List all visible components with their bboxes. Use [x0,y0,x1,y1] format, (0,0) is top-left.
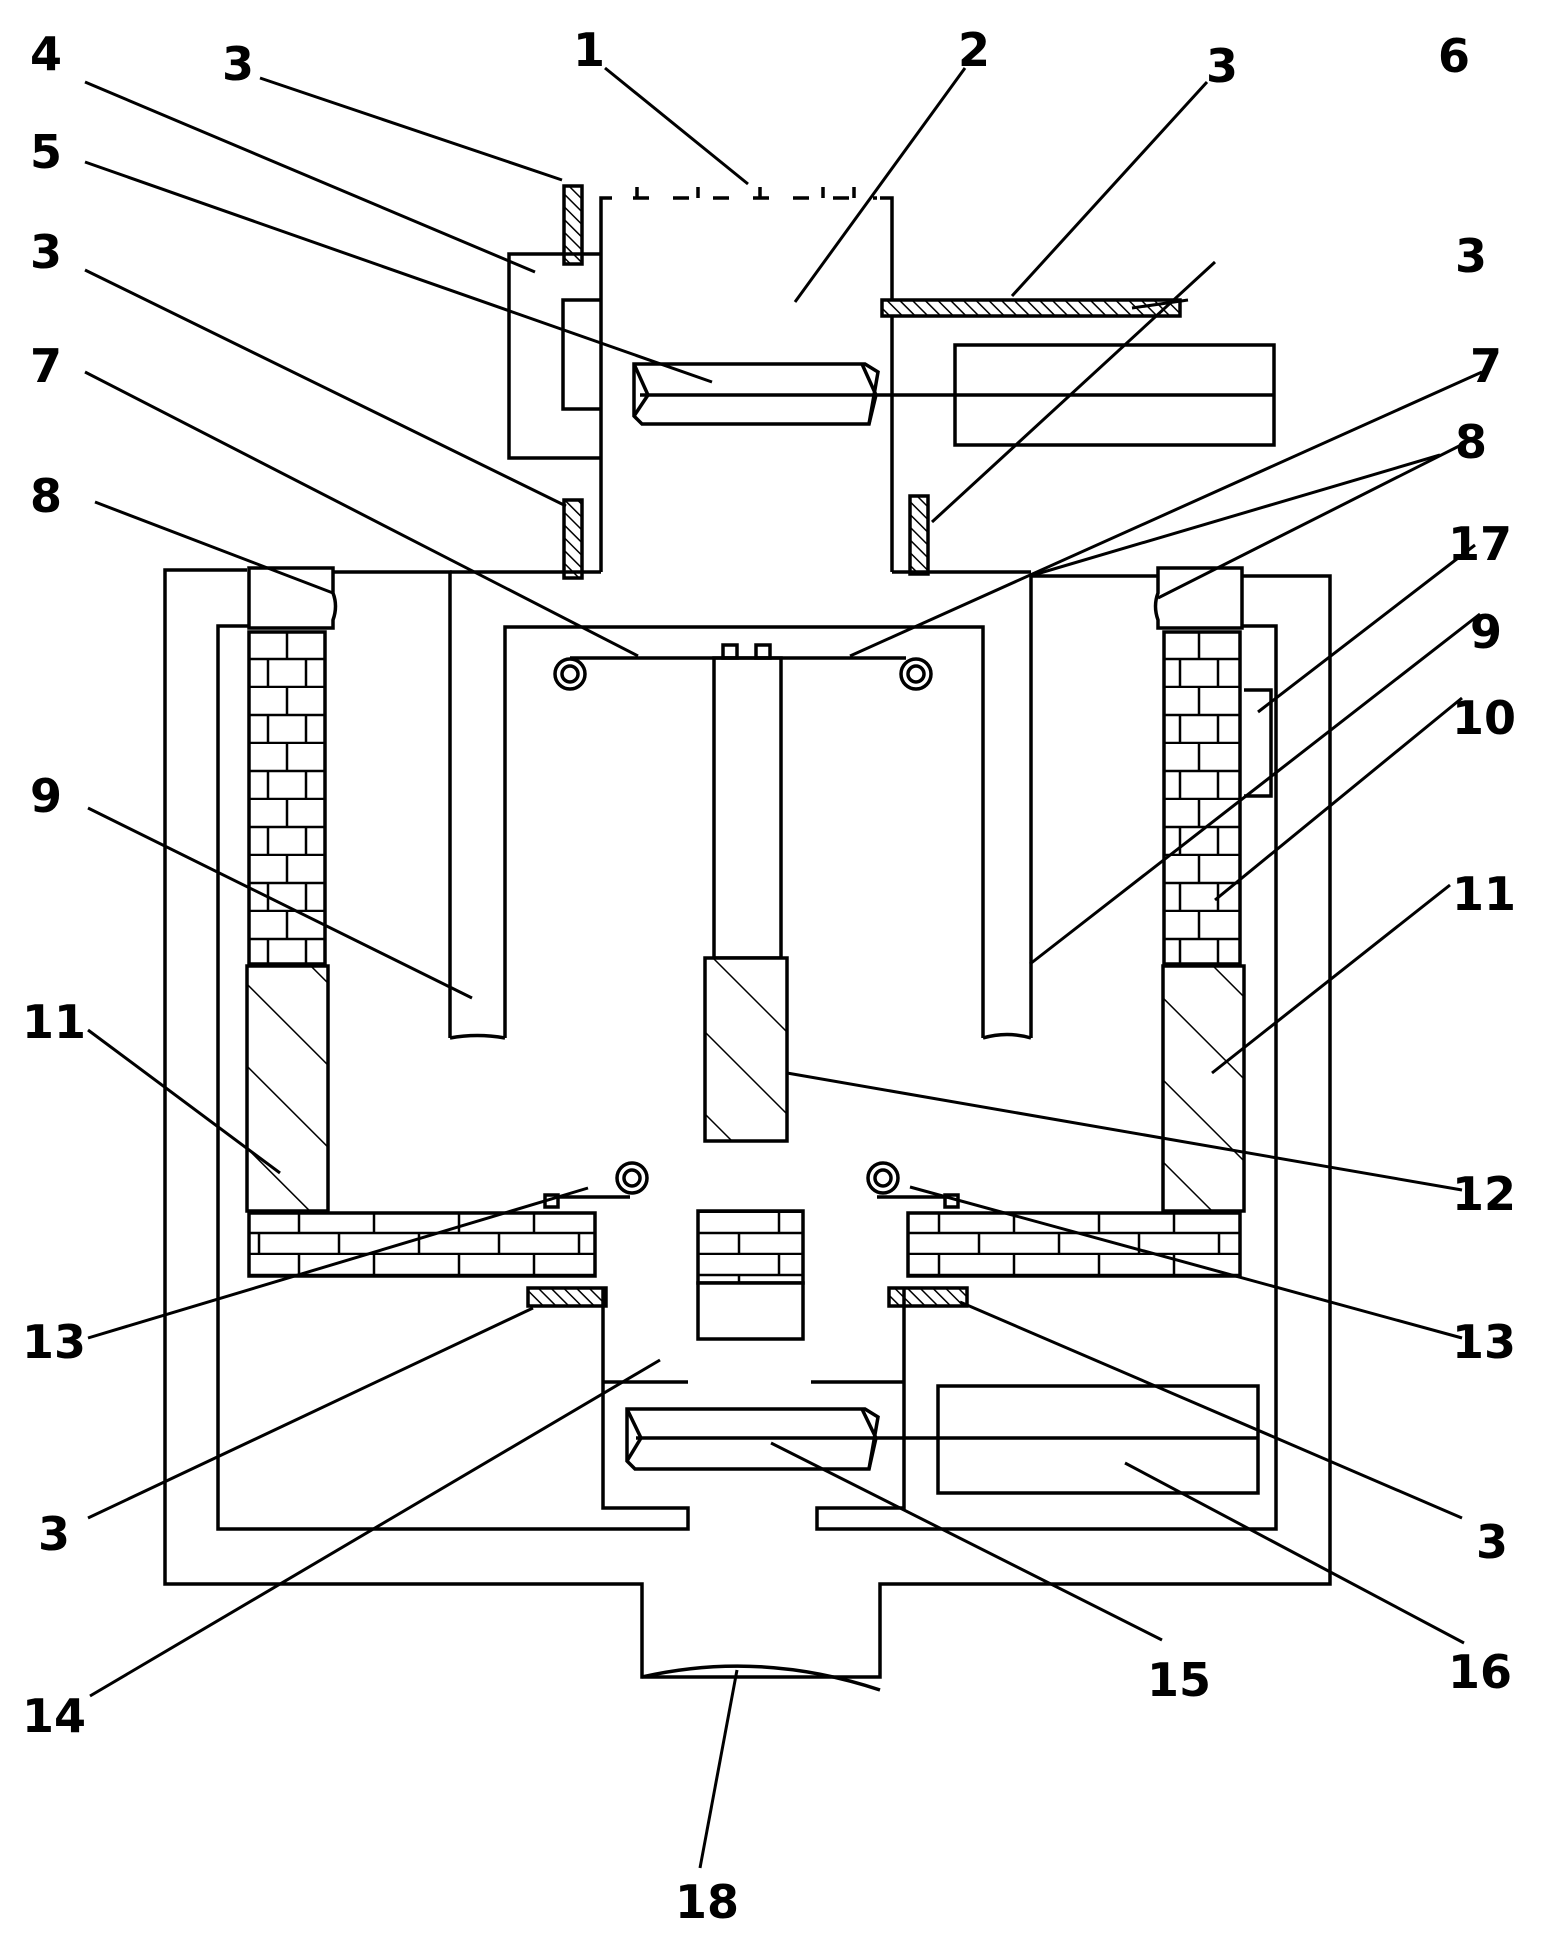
heater-left [245,964,330,1213]
upper-drive-box [507,252,601,460]
brick-floor-right [906,1211,1242,1278]
label-5: 5 [30,125,62,179]
label-15: 15 [1147,1653,1211,1707]
inner-wall [216,624,1278,1531]
lower-rollers [543,1161,960,1209]
upper-actuator [953,343,1276,447]
hanging-assembly [553,643,933,1143]
label-10: 10 [1452,691,1516,745]
leader-lines [84,66,1483,1869]
charging-chamber [599,187,894,572]
brick-wall-right [1162,630,1242,966]
label-11-right: 11 [1452,867,1516,921]
flange-left [247,566,338,630]
label-2: 2 [958,23,990,77]
label-13-right: 13 [1452,1315,1516,1369]
thermocouple [1244,688,1273,798]
heater-right [1161,964,1246,1213]
flange-right [1153,566,1244,630]
label-8-right: 8 [1455,415,1487,469]
inner-vessel [449,625,1032,1040]
seal-top-right [880,298,1182,318]
brick-wall-left [247,630,327,966]
seal-mid-right [908,494,930,576]
label-8-left: 8 [30,469,62,523]
seal-mid-left [562,498,584,580]
crucible-weight [703,956,789,1143]
label-3-right-upper: 3 [1455,229,1487,283]
centre-block-base [696,1281,805,1341]
part-labels: 4 3 1 2 3 6 5 3 3 7 7 8 8 17 9 10 9 11 1… [22,23,1516,1929]
label-4: 4 [30,27,62,81]
label-18: 18 [675,1875,739,1929]
brick-centre-block [696,1209,805,1285]
label-12: 12 [1452,1167,1516,1221]
upper-drive-inner [561,298,601,411]
label-3-top-right: 3 [1206,39,1238,93]
label-7-left: 7 [30,339,62,393]
label-3-left-mid: 3 [30,225,62,279]
label-14: 14 [22,1689,86,1743]
seal-top-left [562,184,584,266]
label-13-left: 13 [22,1315,86,1369]
label-7-right: 7 [1470,339,1502,393]
label-11-left: 11 [22,995,86,1049]
lower-actuator [936,1384,1260,1495]
discharge-outlet [641,1664,881,1692]
label-3-lower-left: 3 [38,1507,70,1561]
upper-gate-valve [632,362,1274,426]
seal-lower-left [526,1286,608,1308]
label-3-top-left: 3 [222,37,254,91]
seal-lower-right [887,1286,969,1308]
brick-floor-left [247,1211,597,1278]
label-9-left: 9 [30,769,62,823]
label-17: 17 [1448,517,1512,571]
lower-gate-valve [625,1407,1258,1471]
label-3-lower-right: 3 [1476,1515,1508,1569]
label-1: 1 [573,23,605,77]
label-9-right: 9 [1470,605,1502,659]
label-16: 16 [1448,1645,1512,1699]
label-6: 6 [1438,29,1470,83]
